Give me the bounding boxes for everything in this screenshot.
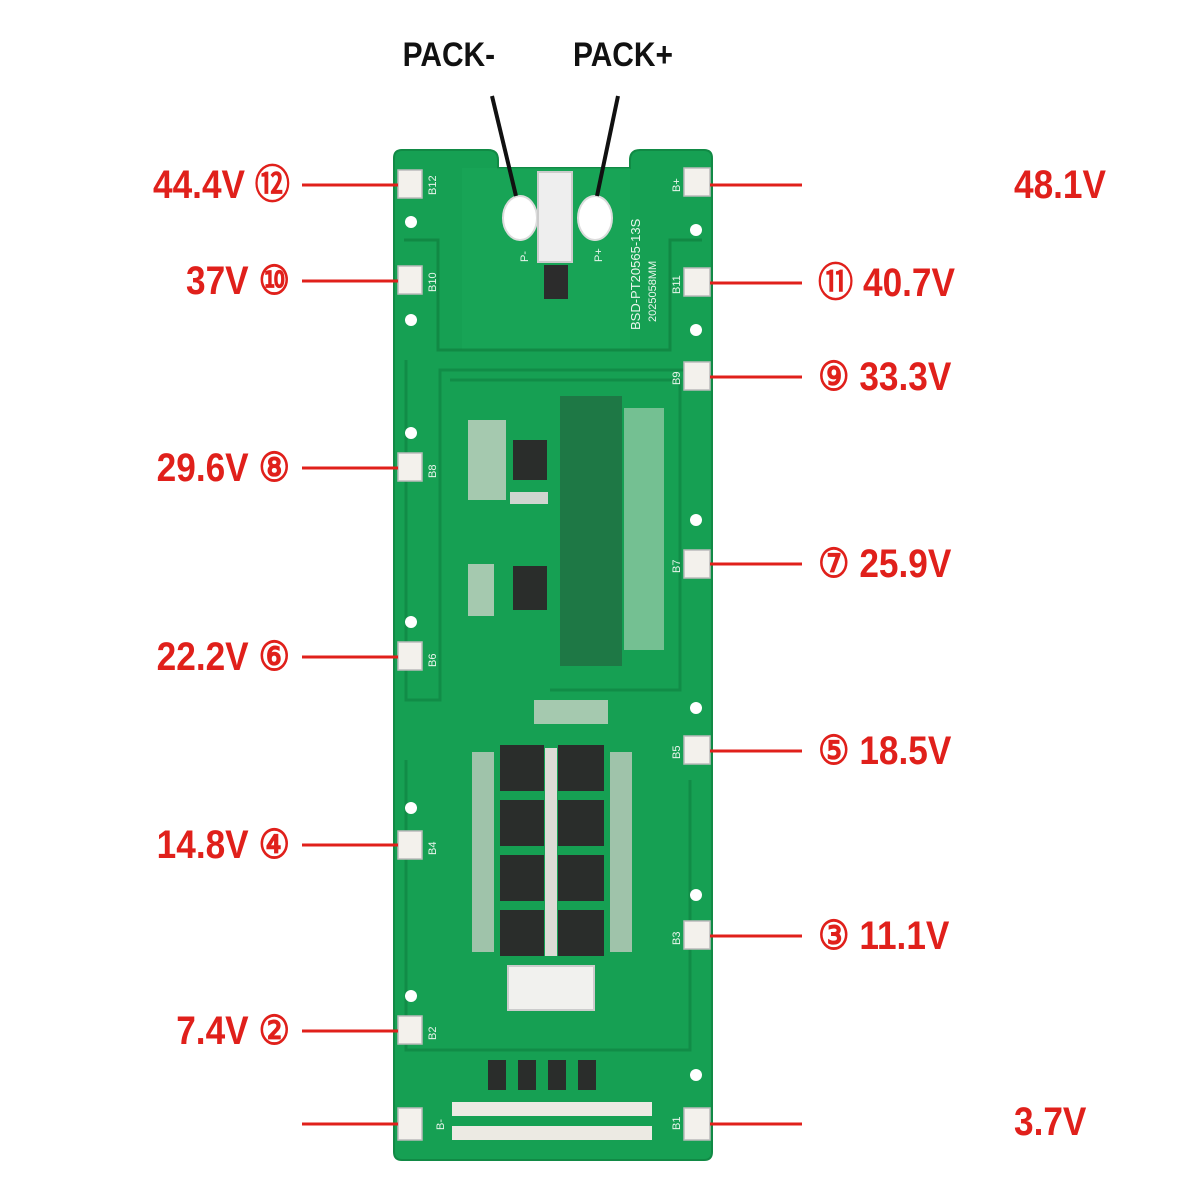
tap-2-voltage: 7.4V [176, 1009, 249, 1053]
board-model-text: BSD-PT20565-13S [628, 218, 643, 330]
tap-bplus-voltage: 48.1V [1014, 163, 1106, 207]
tap-bplus-label: 48.1V [1014, 165, 1146, 205]
tap-11-voltage: 40.7V [862, 261, 955, 305]
tap-9-voltage: 33.3V [859, 355, 952, 399]
tap-7-label: ⑦ 25.9V [818, 544, 1020, 584]
tap-11-number: ⑪ [818, 261, 854, 305]
tap-5-number: ⑤ [818, 729, 850, 773]
tap-3-number: ③ [818, 914, 850, 958]
pad-label-b8: B8 [427, 465, 439, 478]
pack-minus-pointer [490, 95, 518, 197]
tap-8-voltage: 29.6V [156, 446, 249, 490]
pack-minus-label: PACK- [402, 36, 496, 74]
pad-label-bplus: B+ [671, 178, 683, 192]
pad-label-b9: B9 [671, 372, 683, 385]
tap-3-label: ③ 11.1V [818, 916, 1020, 956]
tap-8-label: 29.6V ⑧ [88, 448, 290, 488]
pack-plus-pointer [595, 95, 620, 197]
tap-10-voltage: 37V [186, 259, 249, 303]
pad-label-b12: B12 [427, 175, 439, 195]
left-leader-lines [302, 183, 398, 1126]
tap-4-number: ④ [258, 823, 290, 867]
tap-5-label: ⑤ 18.5V [818, 731, 1020, 771]
tap-bminus-label: 3.7V [1014, 1102, 1146, 1142]
pad-label-pminus: P- [519, 251, 531, 262]
right-pads [683, 167, 711, 1141]
pad-label-b6: B6 [427, 654, 439, 667]
tap-12-label: 44.4V ⑫ [88, 165, 290, 205]
pad-label-b11: B11 [671, 275, 683, 294]
tap-8-number: ⑧ [258, 446, 290, 490]
pad-label-b5: B5 [671, 746, 683, 759]
board-model-text-2: 2025058MM [647, 261, 659, 322]
pcb-board [393, 149, 713, 1161]
pad-label-b3: B3 [671, 932, 683, 945]
tap-9-number: ⑨ [818, 355, 850, 399]
tap-5-voltage: 18.5V [859, 729, 952, 773]
tap-6-label: 22.2V ⑥ [88, 637, 290, 677]
pad-label-b7: B7 [671, 560, 683, 573]
tap-10-number: ⑩ [258, 259, 290, 303]
left-pads [397, 169, 423, 1141]
tap-2-label: 7.4V ② [88, 1011, 290, 1051]
tap-bminus-voltage: 3.7V [1014, 1100, 1087, 1144]
pad-label-b1: B1 [671, 1117, 683, 1130]
tap-2-number: ② [258, 1009, 290, 1053]
pad-label-b10: B10 [427, 272, 439, 292]
tap-12-voltage: 44.4V [153, 163, 246, 207]
right-leader-lines [710, 183, 802, 1126]
tap-6-number: ⑥ [258, 635, 290, 679]
tap-10-label: 37V ⑩ [88, 261, 290, 301]
pad-label-bminus: B- [435, 1119, 447, 1130]
tap-6-voltage: 22.2V [156, 635, 249, 679]
tap-3-voltage: 11.1V [859, 914, 950, 958]
pad-label-pplus: P+ [593, 248, 605, 262]
tap-7-number: ⑦ [818, 542, 850, 586]
tap-4-voltage: 14.8V [156, 823, 249, 867]
pack-plus-label: PACK+ [572, 36, 673, 74]
tap-12-number: ⑫ [254, 163, 290, 207]
tap-9-label: ⑨ 33.3V [818, 357, 1020, 397]
tap-7-voltage: 25.9V [859, 542, 952, 586]
tap-4-label: 14.8V ④ [88, 825, 290, 865]
pad-label-b4: B4 [427, 842, 439, 855]
tap-11-label: ⑪ 40.7V [818, 263, 1020, 303]
pad-label-b2: B2 [427, 1027, 439, 1040]
